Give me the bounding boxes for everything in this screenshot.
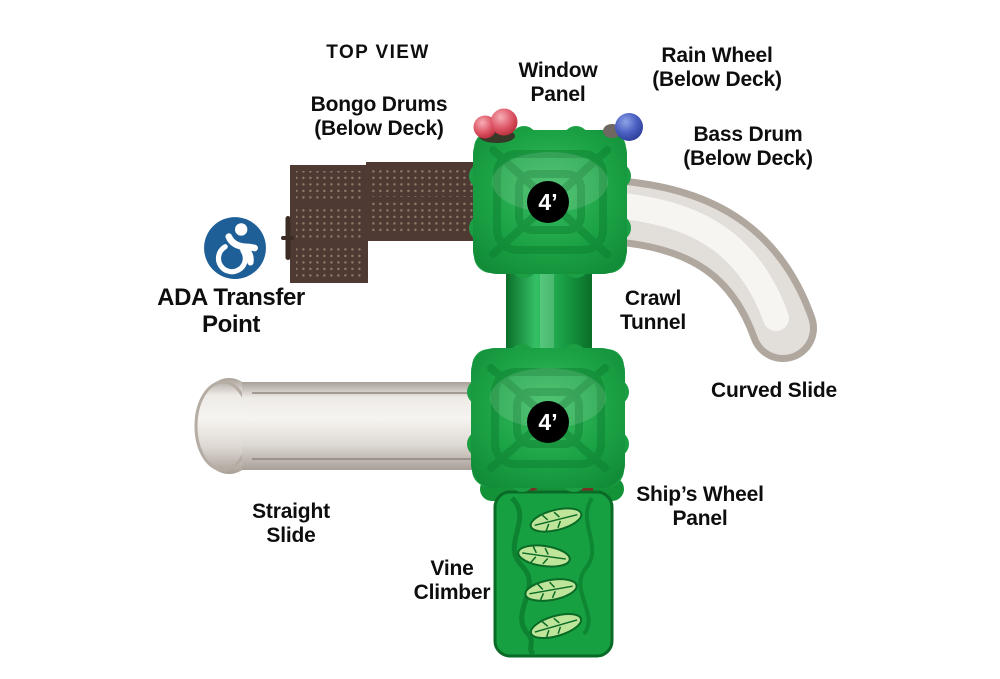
vine-leaf [517, 544, 571, 568]
vine-leaf [529, 507, 583, 533]
deck-height-badge-upper: 4’ [527, 181, 569, 223]
deck-height-upper-text: 4’ [538, 188, 558, 215]
label-curved-slide: Curved Slide [711, 379, 837, 402]
vine-leaf [529, 613, 583, 639]
transfer-handle-icon [281, 216, 294, 260]
label-window-panel: Window Panel [518, 59, 598, 106]
vine-climber-shape [480, 467, 624, 658]
rain-wheel-icon [603, 113, 643, 141]
label-bass-drum: Bass Drum (Below Deck) [683, 123, 813, 170]
deck-height-lower-text: 4’ [538, 408, 558, 435]
crawl-tunnel-shape [506, 264, 592, 358]
vine-leaf [524, 578, 578, 602]
label-straight-slide: Straight Slide [252, 500, 330, 547]
bongo-platform-shape [290, 162, 498, 283]
deck-height-badge-lower: 4’ [527, 401, 569, 443]
label-ships-wheel-panel: Ship’s Wheel Panel [636, 483, 764, 530]
label-crawl-tunnel: Crawl Tunnel [619, 287, 687, 334]
straight-slide-shape [194, 378, 474, 474]
page-title: TOP VIEW [326, 42, 430, 63]
ada-accessibility-icon [202, 215, 268, 281]
bongo-drums-icon [473, 108, 518, 143]
label-bongo-drums: Bongo Drums (Below Deck) [310, 93, 448, 140]
label-rain-wheel: Rain Wheel (Below Deck) [652, 44, 782, 91]
label-vine-climber: Vine Climber [413, 557, 491, 604]
curved-slide-shape [590, 178, 817, 362]
label-ada-transfer-point: ADA Transfer Point [157, 284, 305, 338]
